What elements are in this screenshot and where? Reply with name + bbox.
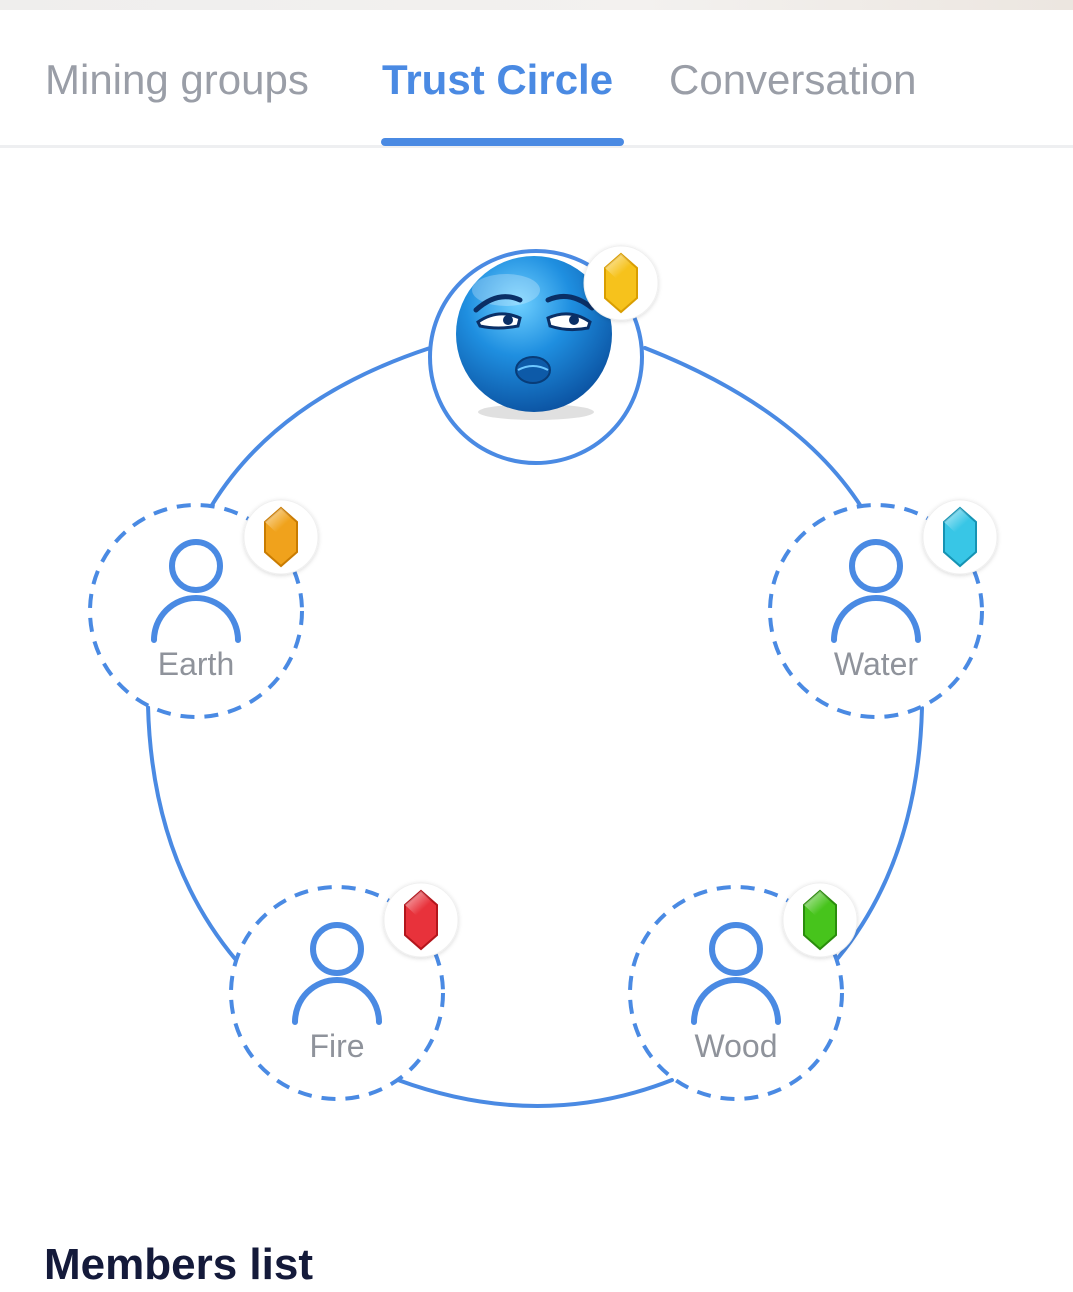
members-list-title: Members list (44, 1240, 313, 1289)
orange-gem-icon (243, 499, 319, 575)
user-icon (292, 922, 382, 1025)
trust-circle-diagram: Earth Water Fire (88, 245, 998, 1108)
status-bar-strip (0, 0, 1073, 10)
member-label: Earth (158, 646, 234, 682)
active-tab-indicator (381, 138, 624, 146)
member-label: Water (834, 646, 919, 682)
member-node-earth[interactable]: Earth (88, 499, 319, 719)
green-gem-icon (782, 882, 858, 958)
user-icon (691, 922, 781, 1025)
member-node-wood[interactable]: Wood (628, 882, 858, 1101)
tab-bar: Mining groups Trust Circle Conversation (0, 10, 1073, 148)
user-icon (151, 539, 241, 643)
member-node-water[interactable]: Water (768, 499, 998, 719)
user-icon (831, 539, 921, 643)
yellow-gem-icon (583, 245, 659, 321)
cyan-gem-icon (922, 499, 998, 575)
member-node-fire[interactable]: Fire (229, 882, 459, 1101)
member-label: Fire (309, 1028, 364, 1064)
tab-conversation[interactable]: Conversation (669, 56, 917, 103)
red-gem-icon (383, 882, 459, 958)
circle-connection-arcs (146, 346, 924, 1108)
blue-face-emoji-icon (456, 256, 612, 420)
tab-trust-circle[interactable]: Trust Circle (382, 56, 614, 103)
owner-node[interactable] (428, 245, 659, 465)
tab-mining-groups[interactable]: Mining groups (45, 56, 309, 103)
member-label: Wood (694, 1028, 777, 1064)
